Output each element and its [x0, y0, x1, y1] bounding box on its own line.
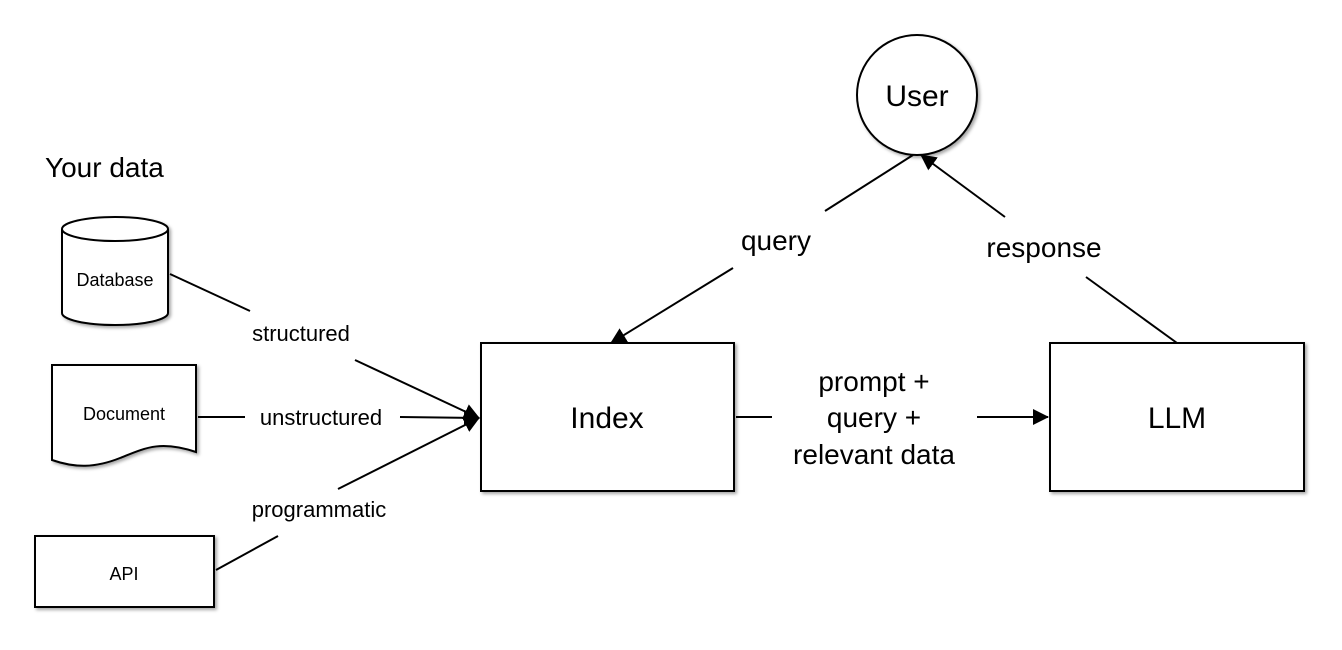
prompt-edge-label-line-1: prompt +	[818, 366, 929, 397]
index-node	[480, 342, 735, 492]
llm-node	[1049, 342, 1305, 492]
programmatic-edge-end	[337, 417, 480, 490]
query-edge-start	[824, 154, 914, 212]
query-edge-label: query	[741, 225, 811, 256]
api-label: API	[109, 564, 138, 584]
query-edge-end	[610, 267, 734, 344]
document-label: Document	[83, 404, 165, 424]
programmatic-edge-start	[215, 535, 279, 571]
unstructured-edge-end	[399, 409, 480, 426]
user-node	[856, 34, 978, 156]
response-edge-end	[920, 154, 1006, 218]
document-node	[51, 364, 197, 467]
structured-edge-label: structured	[252, 321, 350, 346]
api-node	[34, 535, 215, 608]
database-node	[61, 216, 169, 326]
llm-label: LLM	[1148, 402, 1206, 435]
response-edge-start	[1085, 276, 1178, 344]
index-label: Index	[570, 402, 643, 435]
structured-edge-start	[169, 273, 251, 312]
prompt-edge-label-line-3: relevant data	[793, 439, 955, 470]
diagram-title: Your data	[45, 152, 164, 183]
response-edge-label: response	[986, 232, 1101, 263]
unstructured-edge-label: unstructured	[260, 405, 382, 430]
database-label: Database	[76, 270, 153, 290]
structured-edge-end	[354, 359, 480, 419]
prompt-edge-label-line-2: query +	[827, 402, 921, 433]
user-label: User	[885, 80, 948, 113]
programmatic-edge-label: programmatic	[252, 497, 386, 522]
